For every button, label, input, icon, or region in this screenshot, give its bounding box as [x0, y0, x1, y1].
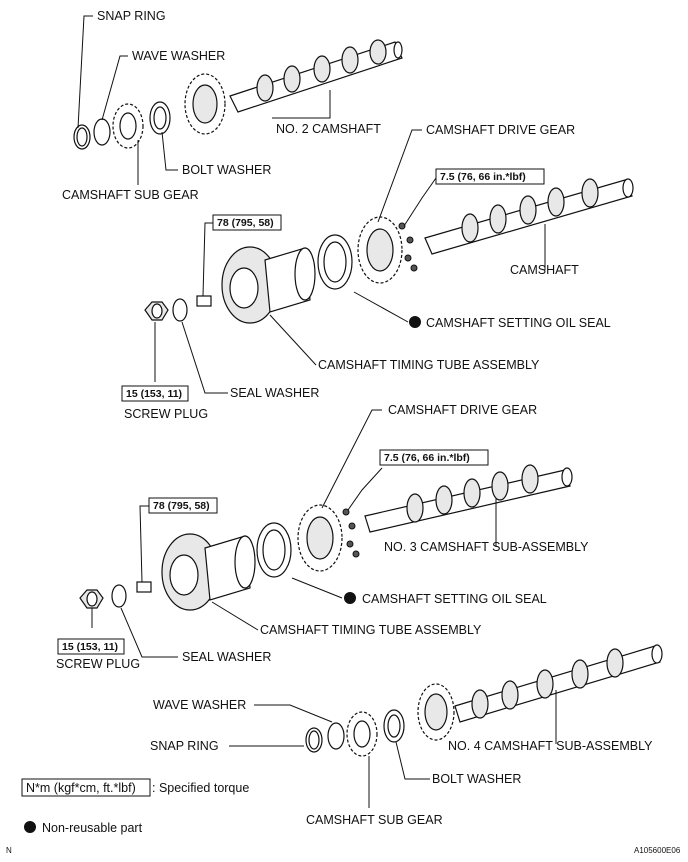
- label-camshaft-timing-tube-2: CAMSHAFT TIMING TUBE ASSEMBLY: [260, 623, 482, 637]
- label-bolt-washer-1: BOLT WASHER: [182, 163, 271, 177]
- legend-torque-box: [21, 778, 151, 797]
- snap-ring-2-part: [305, 727, 323, 753]
- camshaft-timing-tube-1-part: [221, 246, 316, 324]
- torque-box-15-a: [121, 385, 189, 402]
- torque-75-b: 7.5 (76, 66 in.*lbf): [384, 452, 470, 464]
- torque-15-a: 15 (153, 11): [126, 388, 182, 400]
- label-screw-plug-2: SCREW PLUG: [56, 657, 140, 671]
- label-no2-camshaft: NO. 2 CAMSHAFT: [276, 122, 381, 136]
- nonreusable-marker-2: [344, 592, 356, 604]
- bolt-washer-1-part: [149, 101, 171, 135]
- label-seal-washer-2: SEAL WASHER: [182, 650, 271, 664]
- torque-78-b: 78 (795, 58): [153, 500, 210, 512]
- timing-tube-bolt-1: [196, 295, 212, 307]
- no2-camshaft-gear: [184, 73, 226, 135]
- label-camshaft-timing-tube-1: CAMSHAFT TIMING TUBE ASSEMBLY: [318, 358, 540, 372]
- camshaft-sub-gear-2-part: [346, 711, 378, 757]
- drive-gear-bolts-2: [342, 508, 360, 558]
- label-camshaft-drive-gear-1: CAMSHAFT DRIVE GEAR: [426, 123, 575, 137]
- label-seal-washer-1: SEAL WASHER: [230, 386, 319, 400]
- camshaft-timing-tube-2-part: [161, 533, 256, 611]
- wave-washer-2-part: [327, 722, 345, 750]
- torque-box-78-b: [148, 497, 218, 514]
- wave-washer-1-part: [93, 118, 111, 146]
- legend-nonreusable-icon: [24, 821, 36, 833]
- torque-75-a: 7.5 (76, 66 in.*lbf): [440, 171, 526, 183]
- label-snap-ring-1: SNAP RING: [97, 9, 166, 23]
- label-snap-ring-2: SNAP RING: [150, 739, 219, 753]
- torque-box-75-a: [435, 168, 545, 185]
- footer-right-code: A105600E06: [634, 846, 681, 855]
- label-screw-plug-1: SCREW PLUG: [124, 407, 208, 421]
- label-camshaft-setting-oil-seal-2: CAMSHAFT SETTING OIL SEAL: [362, 592, 547, 606]
- torque-box-75-b: [379, 449, 489, 466]
- label-wave-washer-1: WAVE WASHER: [132, 49, 225, 63]
- legend-nonreusable-text: Non-reusable part: [42, 821, 143, 835]
- no4-camshaft-gear: [417, 683, 455, 741]
- label-camshaft-sub-gear-2: CAMSHAFT SUB GEAR: [306, 813, 443, 827]
- camshaft-drive-gear-1-part: [357, 216, 403, 284]
- camshaft-sub-gear-1-part: [112, 103, 144, 149]
- drive-gear-bolts-1: [398, 222, 418, 272]
- label-camshaft-sub-gear-1: CAMSHAFT SUB GEAR: [62, 188, 199, 202]
- label-wave-washer-2: WAVE WASHER: [153, 698, 246, 712]
- no2-camshaft-part: [229, 39, 403, 113]
- no3-camshaft-part: [364, 464, 573, 533]
- footer-left-code: N: [6, 846, 12, 855]
- snap-ring-1-part: [73, 124, 91, 150]
- torque-box-15-b: [57, 638, 125, 655]
- camshaft-drive-gear-2-part: [297, 504, 343, 572]
- torque-box-78-a: [212, 214, 282, 231]
- label-no3-camshaft: NO. 3 CAMSHAFT SUB-ASSEMBLY: [384, 540, 589, 554]
- legend-torque-unit: N*m (kgf*cm, ft.*lbf): [26, 781, 136, 795]
- seal-washer-1-part: [172, 298, 188, 322]
- no4-camshaft-part: [454, 644, 663, 723]
- screw-plug-2-part: [79, 589, 104, 609]
- torque-78-a: 78 (795, 58): [217, 217, 274, 229]
- label-no4-camshaft: NO. 4 CAMSHAFT SUB-ASSEMBLY: [448, 739, 653, 753]
- camshaft-setting-oil-seal-2-part: [256, 522, 292, 578]
- torque-15-b: 15 (153, 11): [62, 641, 118, 653]
- label-bolt-washer-2: BOLT WASHER: [432, 772, 521, 786]
- seal-washer-2-part: [111, 584, 127, 608]
- label-camshaft-setting-oil-seal-1: CAMSHAFT SETTING OIL SEAL: [426, 316, 611, 330]
- camshaft-setting-oil-seal-1-part: [317, 234, 353, 290]
- legend-torque-desc: : Specified torque: [152, 781, 249, 795]
- screw-plug-1-part: [144, 301, 169, 321]
- timing-tube-bolt-2: [136, 581, 152, 593]
- nonreusable-marker-1: [409, 316, 421, 328]
- camshaft-part: [424, 178, 634, 255]
- label-camshaft: CAMSHAFT: [510, 263, 579, 277]
- bolt-washer-2-part: [383, 709, 405, 743]
- label-camshaft-drive-gear-2: CAMSHAFT DRIVE GEAR: [388, 403, 537, 417]
